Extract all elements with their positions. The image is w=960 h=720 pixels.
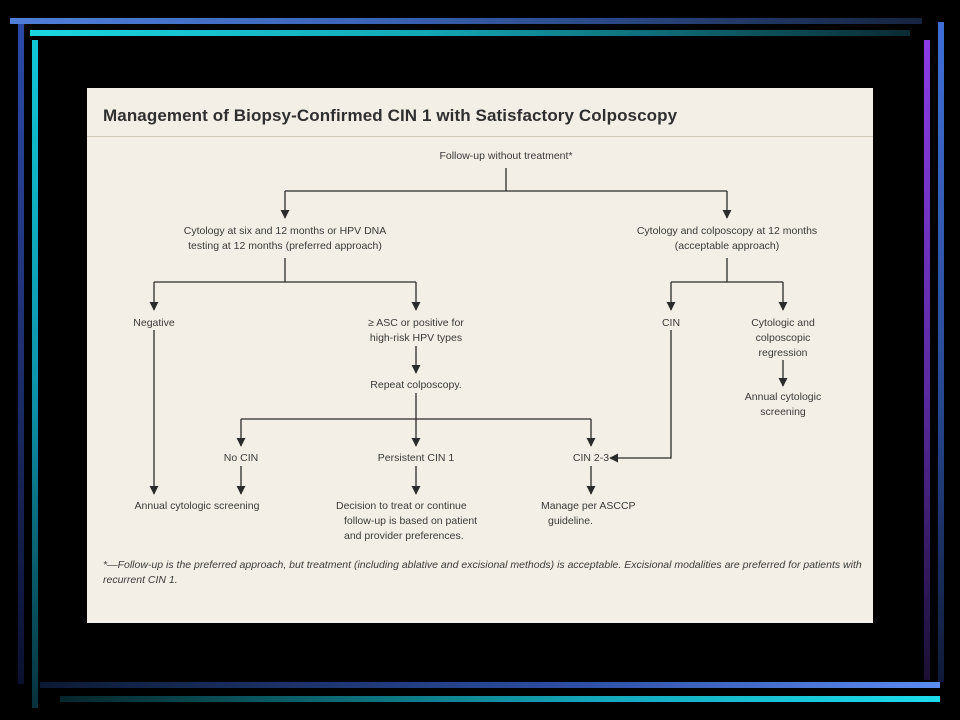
arrow-cin-to-cin23 (609, 330, 672, 463)
title-divider (87, 136, 873, 137)
node-decision-line-3: and provider preferences. (344, 530, 464, 542)
flowchart-connectors (149, 168, 788, 495)
node-cin: CIN (661, 317, 681, 329)
node-asc-line-2: high-risk HPV types (369, 332, 463, 344)
flowchart-title: Management of Biopsy-Confirmed CIN 1 wit… (103, 106, 678, 125)
frame-bar-top-outer (10, 18, 922, 24)
node-annual-screening-right-line-1: Annual cytologic (744, 391, 822, 403)
frame-bar-left-outer (18, 24, 24, 684)
node-manage-line-2: guideline. (548, 515, 593, 527)
frame-bar-right-inner (924, 40, 930, 680)
node-repeat-colposcopy: Repeat colposcopy. (370, 379, 462, 391)
node-cytology-colposcopy-line-2: (acceptable approach) (674, 240, 780, 252)
node-follow-up-without-treatment: Follow-up without treatment* (439, 150, 573, 162)
node-no-cin: No CIN (223, 452, 259, 464)
node-manage-line-1: Manage per ASCCP (541, 500, 636, 512)
node-persistent-cin1: Persistent CIN 1 (377, 452, 455, 464)
frame-bar-top-inner (30, 30, 910, 36)
node-cin-2-3: CIN 2-3 (572, 452, 610, 464)
node-cytology-hpv-line-1: Cytology at six and 12 months or HPV DNA (183, 225, 387, 237)
node-decision-line-1: Decision to treat or continue (336, 500, 467, 512)
node-cytology-colposcopy-line-1: Cytology and colposcopy at 12 months (636, 225, 818, 237)
frame-bar-left-inner (32, 40, 38, 708)
flowchart-panel: Management of Biopsy-Confirmed CIN 1 wit… (87, 88, 873, 623)
frame-bar-bottom-inner (40, 682, 940, 688)
node-annual-screening-left: Annual cytologic screening (134, 500, 260, 512)
frame-bar-right-outer (938, 22, 944, 682)
node-decision-line-2: follow-up is based on patient (344, 515, 478, 527)
node-annual-screening-right-line-2: screening (760, 406, 806, 418)
node-regression-line-3: regression (758, 347, 808, 359)
node-regression-line-1: Cytologic and (751, 317, 815, 329)
node-regression-line-2: colposcopic (755, 332, 811, 344)
node-asc-line-1: ≥ ASC or positive for (368, 317, 464, 329)
footnote: *—Follow-up is the preferred approach, b… (103, 559, 862, 586)
frame-bar-bottom-outer (60, 696, 940, 702)
node-cytology-hpv-line-2: testing at 12 months (preferred approach… (188, 240, 382, 252)
node-negative: Negative (133, 317, 175, 329)
